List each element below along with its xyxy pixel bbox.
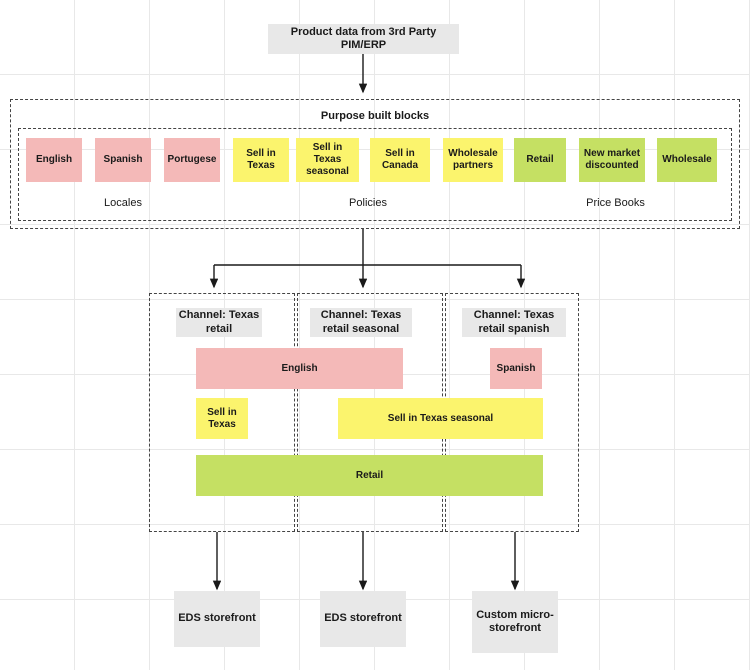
channel-title-label: Channel: Texas retail spanish: [473, 308, 555, 335]
storefront-eds-1[interactable]: EDS storefront: [174, 591, 260, 647]
block-label: New market discounted: [583, 148, 641, 171]
caption-locales: Locales: [104, 197, 142, 209]
block-pricebook-retail[interactable]: Retail: [514, 138, 566, 182]
purpose-built-blocks-title: Purpose built blocks: [320, 110, 430, 122]
block-label: English: [281, 362, 318, 374]
channel-locale-spanish-bar[interactable]: Spanish: [490, 348, 542, 389]
block-locale-portugese[interactable]: Portugese: [164, 138, 220, 182]
block-label: Wholesale partners: [448, 148, 498, 171]
storefront-eds-2[interactable]: EDS storefront: [320, 591, 406, 647]
block-policy-wholesale-partners[interactable]: Wholesale partners: [443, 138, 503, 182]
block-label: Spanish: [103, 154, 143, 165]
purpose-built-blocks-group: [10, 99, 740, 229]
storefront-label: EDS storefront: [324, 612, 402, 625]
block-pricebook-new-market-discounted[interactable]: New market discounted: [579, 138, 645, 182]
channel-title-texas-retail-spanish[interactable]: Channel: Texas retail spanish: [462, 308, 566, 337]
block-label: Sell in Canada: [381, 148, 419, 171]
block-label: Spanish: [496, 362, 536, 374]
source-system-box[interactable]: Product data from 3rd Party PIM/ERP: [268, 24, 459, 54]
channel-policy-sell-in-texas-bar[interactable]: Sell in Texas: [196, 398, 248, 439]
block-locale-english[interactable]: English: [26, 138, 82, 182]
block-label: Portugese: [167, 154, 217, 165]
storefront-custom-micro[interactable]: Custom micro-storefront: [472, 591, 558, 653]
storefront-label: EDS storefront: [178, 612, 256, 625]
storefront-label: Custom micro-storefront: [476, 608, 554, 634]
caption-policies: Policies: [349, 197, 387, 209]
block-locale-spanish[interactable]: Spanish: [95, 138, 151, 182]
block-policy-sell-in-texas[interactable]: Sell in Texas: [233, 138, 289, 182]
channel-group-texas-retail: [149, 293, 295, 532]
block-label: Sell in Texas seasonal: [387, 412, 494, 424]
block-label: Retail: [526, 154, 554, 165]
block-policy-sell-in-texas-seasonal[interactable]: Sell in Texas seasonal: [296, 138, 359, 182]
source-system-label: Product data from 3rd Party PIM/ERP: [290, 25, 437, 51]
block-pricebook-wholesale[interactable]: Wholesale: [657, 138, 717, 182]
block-label: Retail: [355, 469, 384, 481]
block-policy-sell-in-canada[interactable]: Sell in Canada: [370, 138, 430, 182]
block-label: Sell in Texas: [246, 148, 276, 171]
channel-title-texas-retail[interactable]: Channel: Texas retail: [176, 308, 262, 337]
channel-policy-sell-in-texas-seasonal-bar[interactable]: Sell in Texas seasonal: [338, 398, 543, 439]
channel-title-texas-retail-seasonal[interactable]: Channel: Texas retail seasonal: [310, 308, 412, 337]
caption-price-books: Price Books: [586, 197, 645, 209]
channel-locale-english-bar[interactable]: English: [196, 348, 403, 389]
channel-title-label: Channel: Texas retail: [178, 308, 260, 335]
block-label: Wholesale: [662, 154, 712, 165]
block-label: English: [35, 154, 73, 165]
block-label: Sell in Texas seasonal: [306, 142, 349, 177]
purpose-built-blocks-inner-group: [18, 128, 732, 221]
block-label: Sell in Texas: [207, 406, 237, 430]
channel-title-label: Channel: Texas retail seasonal: [320, 308, 402, 335]
channel-pricebook-retail-bar[interactable]: Retail: [196, 455, 543, 496]
